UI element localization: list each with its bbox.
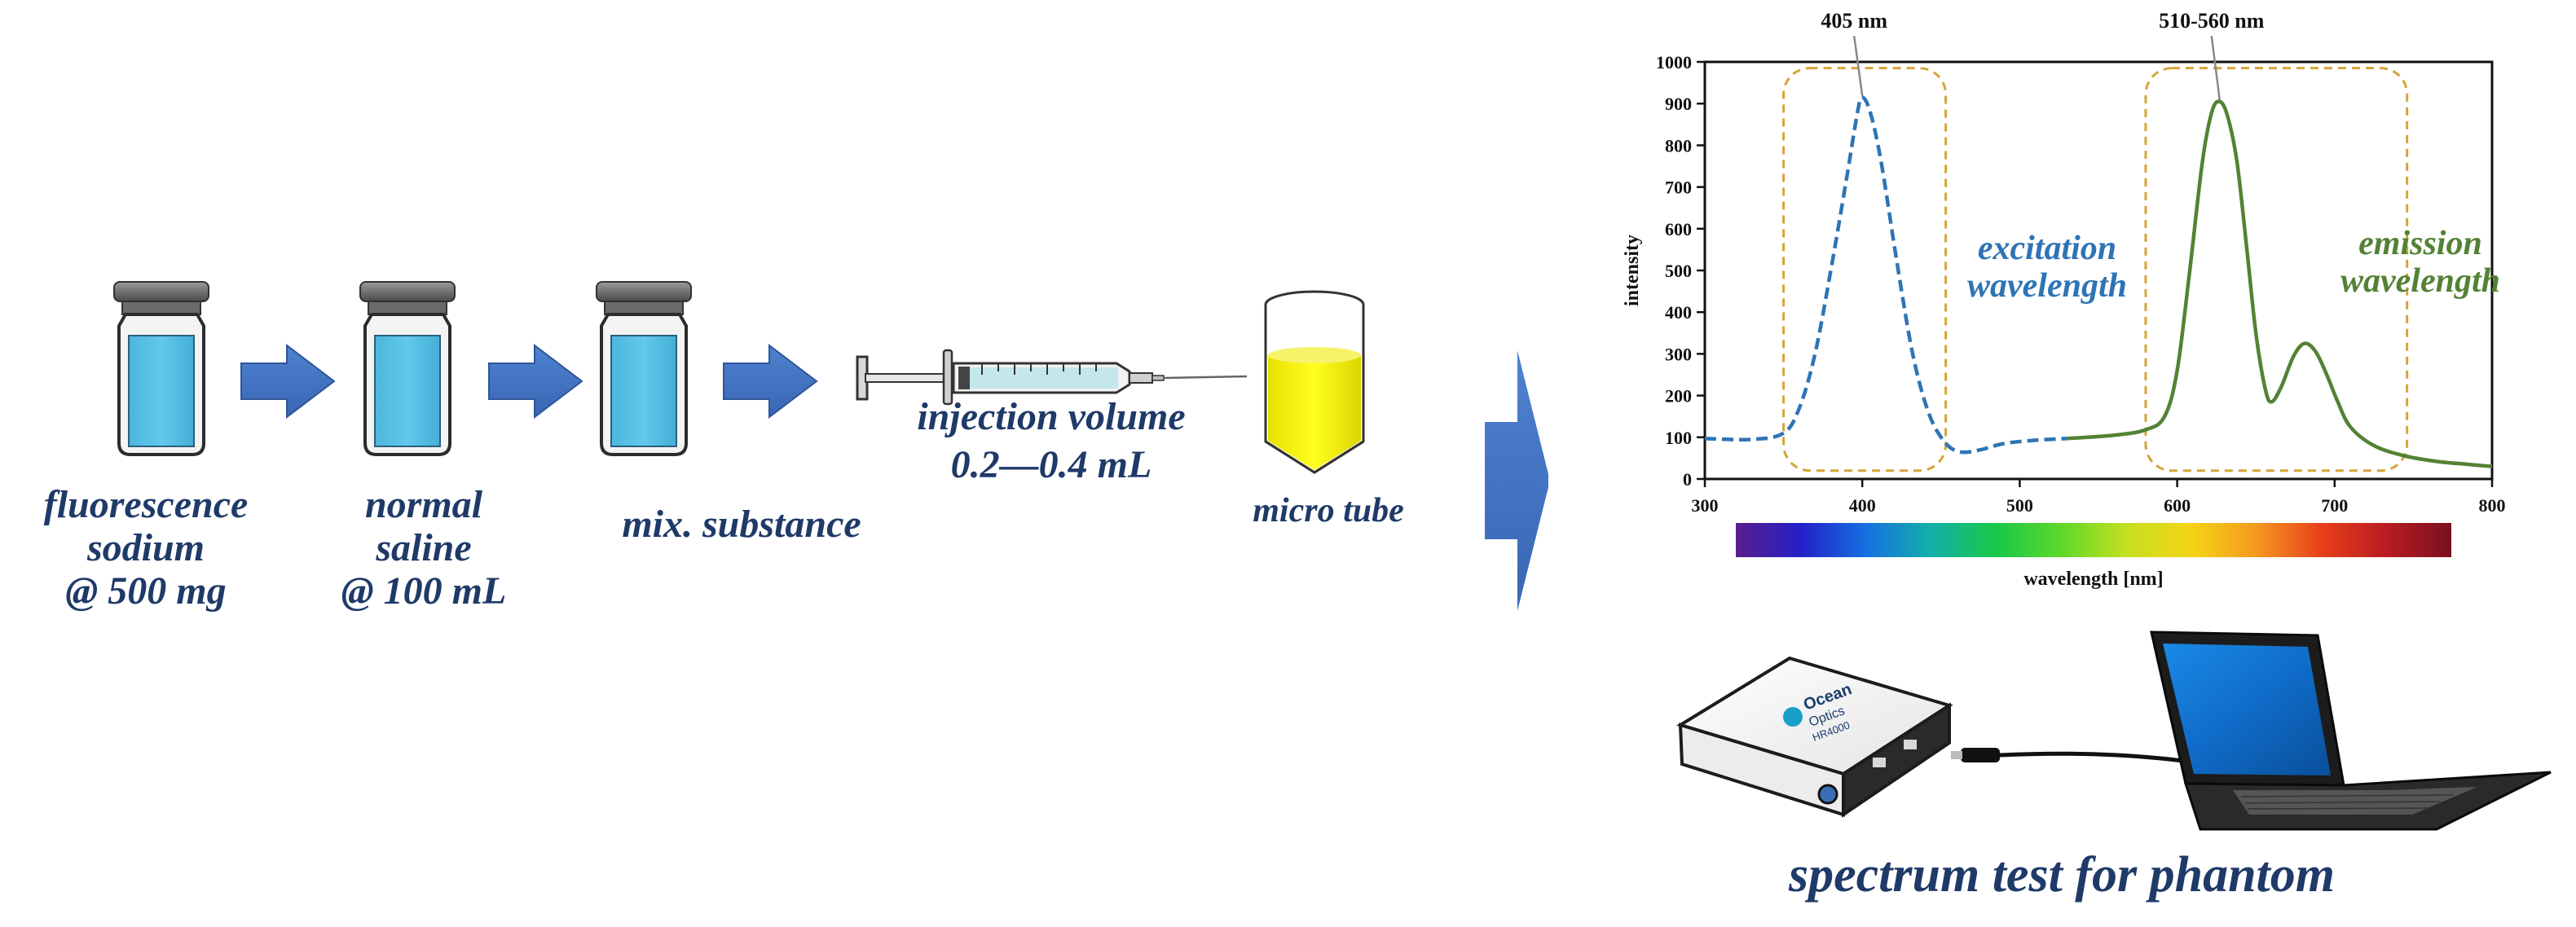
annotation-label: 510-560 nm bbox=[2159, 9, 2265, 33]
device-illustration: Ocean Optics HR4000 bbox=[1676, 630, 2552, 831]
x-tick-label: 300 bbox=[1692, 495, 1719, 516]
label-line: normal bbox=[364, 483, 483, 526]
vial-mix-substance bbox=[595, 280, 693, 456]
syringe-icon bbox=[856, 349, 1248, 406]
spectrum-chart: 0 100 200 300 400 500 600 700 800 900 1000 300 400 50… bbox=[1622, 9, 2506, 590]
x-tick-label: 400 bbox=[1849, 495, 1876, 516]
annotation-label: 405 nm bbox=[1821, 9, 1887, 33]
legend-emission: emission wavelength bbox=[2298, 225, 2543, 300]
label-line: @ 100 mL bbox=[341, 569, 507, 613]
label-line: @ 500 mg bbox=[65, 569, 227, 613]
legend-line: wavelength bbox=[2340, 262, 2500, 301]
vial-normal-saline bbox=[359, 280, 456, 456]
y-tick-label: 1000 bbox=[1656, 52, 1692, 72]
y-tick-label: 900 bbox=[1665, 94, 1692, 114]
vial-fluorescence-sodium bbox=[112, 280, 210, 456]
laptop-icon bbox=[2150, 630, 2552, 831]
y-axis-label: intensity bbox=[1622, 235, 1643, 306]
label-fluorescence-sodium: fluorescence sodium @ 500 mg bbox=[11, 483, 280, 613]
flow-arrow bbox=[723, 345, 817, 418]
legend-line: wavelength bbox=[1967, 267, 2127, 305]
flow-arrow bbox=[488, 345, 583, 418]
x-tick-label: 800 bbox=[2479, 495, 2506, 516]
label-line: fluorescence bbox=[43, 483, 249, 526]
spectrum-colorbar bbox=[1736, 523, 2451, 557]
y-tick-label: 200 bbox=[1665, 386, 1692, 406]
y-tick-label: 400 bbox=[1665, 302, 1692, 323]
y-tick-label: 100 bbox=[1665, 428, 1692, 448]
device-caption: spectrum test for phantom bbox=[1788, 847, 2335, 903]
label-line: sodium bbox=[86, 525, 205, 569]
label-line: saline bbox=[376, 525, 472, 569]
label-line: 0.2—0.4 mL bbox=[950, 442, 1152, 486]
micro-tube-icon bbox=[1264, 290, 1365, 474]
x-axis-label: wavelength [nm] bbox=[2023, 569, 2163, 590]
spectrometer-icon: Ocean Optics HR4000 bbox=[1676, 656, 1953, 818]
y-tick-label: 300 bbox=[1665, 344, 1692, 364]
label-injection-volume: injection volume 0.2—0.4 mL bbox=[864, 395, 1239, 487]
x-tick-label: 600 bbox=[2164, 495, 2191, 516]
usb-cable-icon bbox=[1951, 748, 2209, 767]
big-arrow bbox=[1485, 350, 1548, 611]
y-tick-label: 700 bbox=[1665, 178, 1692, 198]
y-tick-label: 800 bbox=[1665, 135, 1692, 156]
y-tick-label: 500 bbox=[1665, 261, 1692, 281]
x-tick-label: 700 bbox=[2321, 495, 2348, 516]
legend-excitation: excitation wavelength bbox=[1917, 230, 2177, 305]
label-mix-substance: mix. substance bbox=[622, 503, 861, 546]
label-line: injection volume bbox=[917, 395, 1186, 438]
annotation-leader bbox=[1852, 35, 1864, 96]
highlight-box bbox=[2144, 67, 2409, 472]
annotation-leader bbox=[2210, 35, 2222, 100]
legend-line: emission bbox=[2358, 225, 2482, 262]
y-tick-label: 600 bbox=[1665, 219, 1692, 239]
series-line bbox=[2067, 99, 2493, 468]
legend-line: excitation bbox=[1977, 230, 2117, 267]
x-tick-label: 500 bbox=[2006, 495, 2033, 516]
flow-arrow bbox=[240, 345, 335, 418]
label-normal-saline: normal saline @ 100 mL bbox=[302, 483, 546, 613]
series-line bbox=[1704, 95, 2067, 455]
y-tick-label: 0 bbox=[1683, 469, 1692, 490]
label-micro-tube: micro tube bbox=[1253, 492, 1404, 529]
process-flow bbox=[112, 280, 1548, 611]
highlight-box bbox=[1782, 67, 1948, 472]
